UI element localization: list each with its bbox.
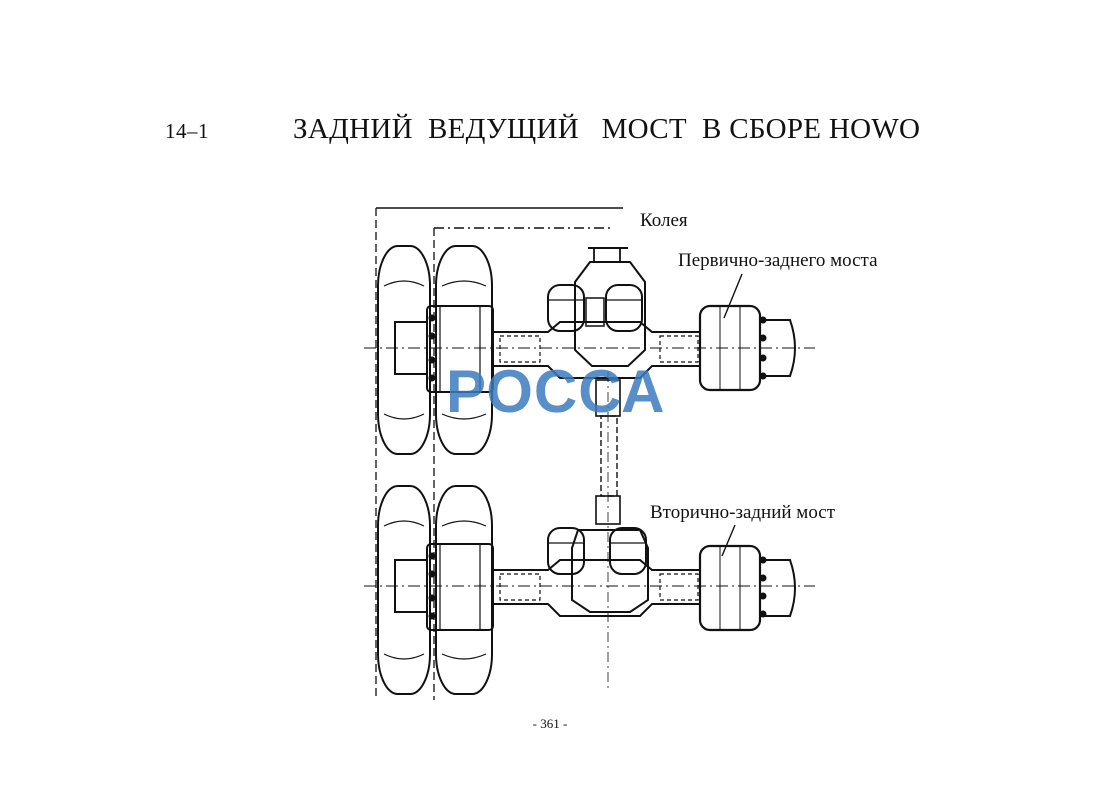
section-number: 14–1 bbox=[165, 119, 209, 143]
secondary-axle-leader-line bbox=[721, 524, 736, 557]
secondary-axle-label: Вторично-задний мост bbox=[650, 502, 836, 523]
inter-axle-drive-shaft bbox=[595, 372, 621, 690]
secondary-rear-axle bbox=[364, 485, 815, 695]
track-label: Колея bbox=[640, 210, 688, 231]
primary-rear-axle bbox=[364, 245, 815, 455]
primary-axle-leader-line bbox=[723, 273, 743, 319]
page-title: ЗАДНИЙ ВЕДУЩИЙ МОСТ В СБОРЕ HOWO bbox=[293, 113, 921, 145]
watermark-logo: РОССА bbox=[446, 358, 665, 425]
primary-axle-label: Первично-заднего моста bbox=[678, 250, 878, 271]
page-number: - 361 - bbox=[532, 716, 568, 731]
